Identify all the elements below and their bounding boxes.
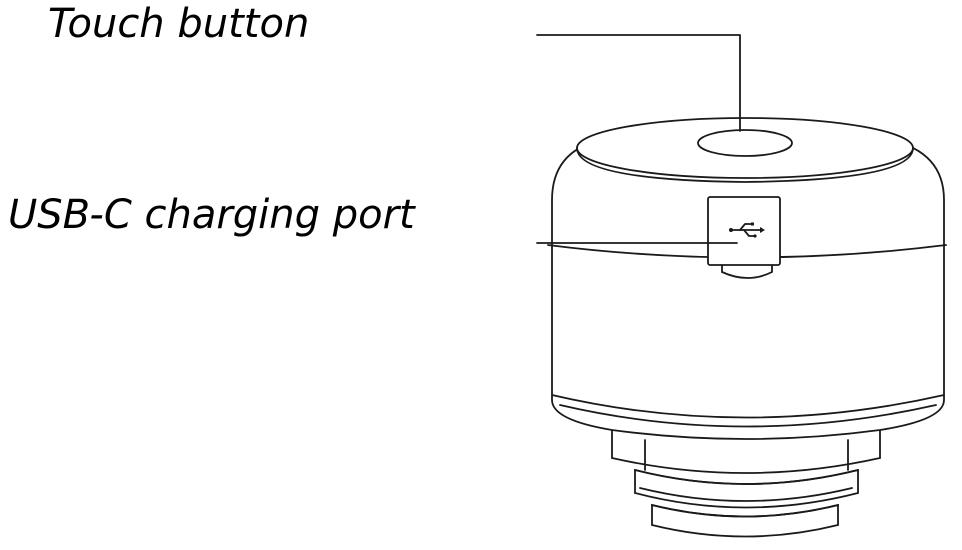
touch-button-leader: [536, 34, 741, 132]
touch-button: [697, 129, 793, 157]
leader-lines: [536, 34, 741, 244]
usb-c-port: [707, 196, 781, 279]
usb-c-port-label: USB-C charging port: [8, 192, 415, 238]
usb-icon: [729, 222, 765, 238]
touch-button-label: Touch button: [48, 1, 310, 47]
